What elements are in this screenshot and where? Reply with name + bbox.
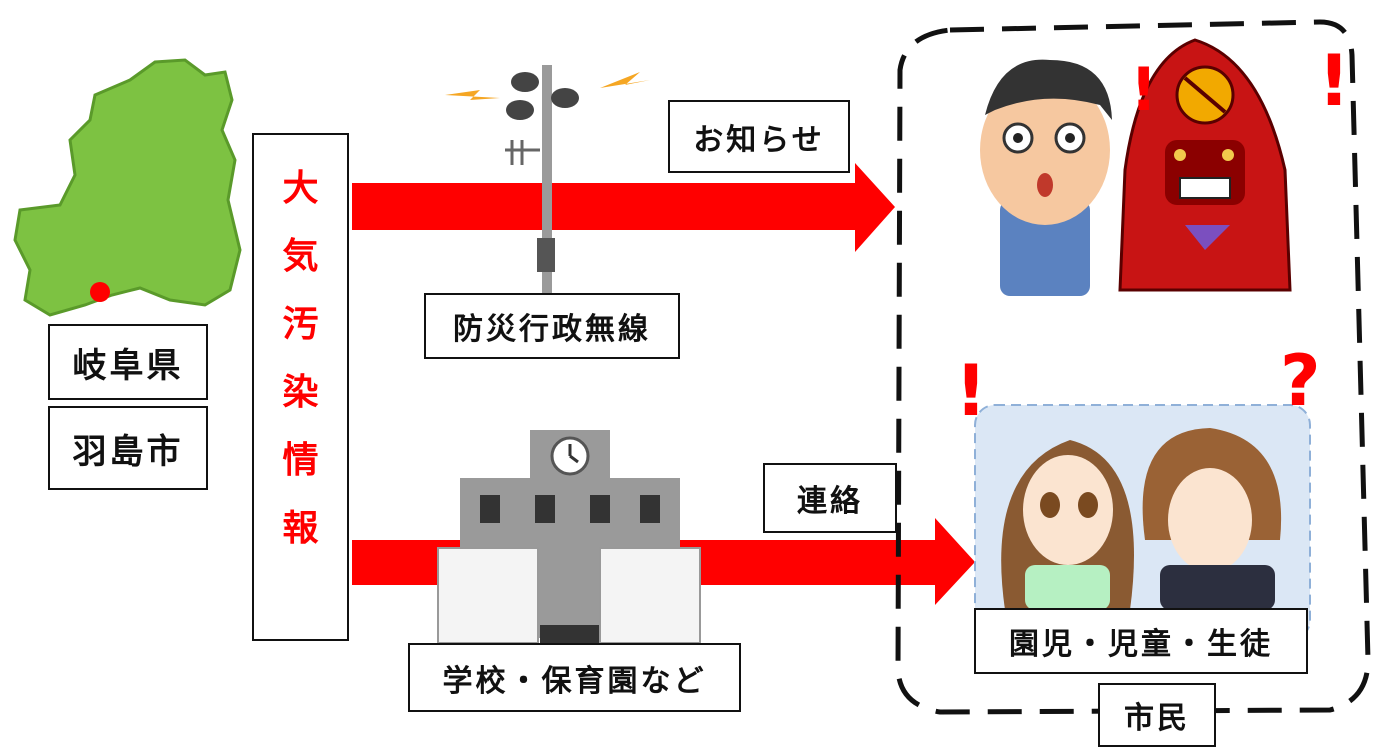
prefecture-label: 岐阜県	[48, 324, 208, 400]
upper-arrow	[352, 163, 895, 252]
info-char-4: 染	[282, 372, 319, 413]
info-char-2: 気	[282, 236, 319, 277]
gifu-map-icon	[13, 58, 242, 317]
question-mark: ?	[1280, 340, 1321, 422]
exclamation-mark-1: !	[1130, 55, 1158, 125]
children-illustration	[974, 404, 1311, 641]
exclamation-mark-3: !	[955, 350, 987, 432]
radio-label: 防災行政無線	[424, 293, 680, 359]
contact-label: 連絡	[763, 463, 897, 533]
city-label: 羽島市	[48, 406, 208, 490]
school-label: 学校・保育園など	[408, 643, 741, 712]
school-building-icon	[437, 430, 701, 645]
samurai-mascot-icon	[1118, 38, 1292, 292]
info-char-5: 情	[282, 440, 319, 481]
radio-tower-icon	[445, 65, 650, 300]
man-surprised-icon	[980, 59, 1112, 296]
info-char-6: 報	[282, 508, 319, 549]
air-pollution-info-panel: 大 気 汚 染 情 報	[252, 133, 349, 641]
hashima-location-dot	[90, 282, 110, 302]
info-char-3: 汚	[282, 304, 319, 345]
info-char-1: 大	[282, 168, 319, 209]
notice-label: お知らせ	[668, 100, 850, 173]
exclamation-mark-2: !	[1318, 40, 1350, 122]
citizens-label: 市民	[1098, 683, 1216, 747]
students-label: 園児・児童・生徒	[974, 608, 1308, 674]
